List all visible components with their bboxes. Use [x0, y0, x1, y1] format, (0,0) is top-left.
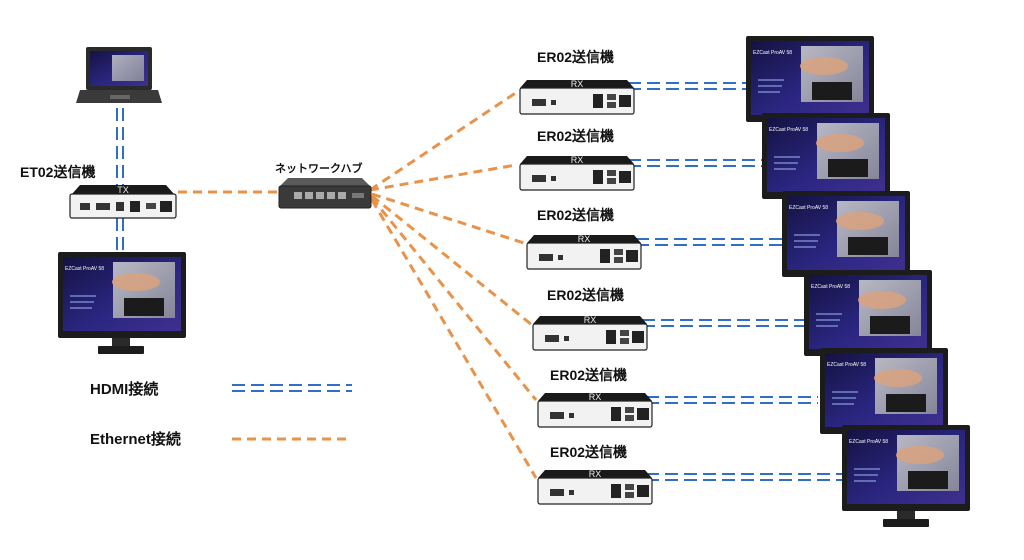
screen-title-2: EZCast ProAV 58: [769, 127, 808, 133]
screen-title-5: EZCast ProAV 58: [827, 362, 866, 368]
receiver-label-6: ER02送信機: [550, 444, 628, 460]
display-monitor-4: [803, 269, 933, 357]
rx-face-label-2: RX: [571, 155, 584, 165]
receiver-label-4: ER02送信機: [547, 287, 625, 303]
hdmi-connection-lines: [116, 82, 842, 481]
display-monitor-1: [745, 35, 875, 123]
receiver-label-1: ER02送信機: [537, 49, 615, 65]
tx-device: [69, 185, 177, 219]
receiver-label-5: ER02送信機: [550, 367, 628, 383]
rx-face-label-6: RX: [589, 469, 602, 479]
network-hub: [278, 178, 372, 209]
tx-face-label: TX: [117, 185, 129, 195]
ethernet-connection-lines: [178, 88, 538, 479]
legend-hdmi-swatch: [232, 384, 352, 392]
rx-face-label-1: RX: [571, 79, 584, 89]
screen-title-3: EZCast ProAV 58: [789, 205, 828, 211]
hub-label: ネットワークハブ: [275, 163, 363, 175]
screen-title-4: EZCast ProAV 58: [811, 284, 850, 290]
display-monitor-6: [841, 424, 971, 527]
display-monitor-5: [819, 347, 949, 435]
tx-label: ET02送信機: [20, 164, 96, 180]
legend-ethernet-label: Ethernet接続: [90, 431, 181, 448]
legend-hdmi-label: HDMI接続: [90, 381, 159, 398]
screen-title-6: EZCast ProAV 58: [849, 439, 888, 445]
display-monitor-source: [57, 251, 187, 354]
receiver-label-3: ER02送信機: [537, 207, 615, 223]
screen-title-1: EZCast ProAV 58: [753, 50, 792, 56]
display-monitor-3: [781, 190, 911, 278]
rx-face-label-4: RX: [584, 315, 597, 325]
rx-face-label-3: RX: [578, 234, 591, 244]
rx-face-label-5: RX: [589, 392, 602, 402]
laptop-source: [76, 47, 162, 103]
receiver-label-2: ER02送信機: [537, 128, 615, 144]
display-monitor-2: [761, 112, 891, 200]
screen-title-source: EZCast ProAV 58: [65, 266, 104, 272]
